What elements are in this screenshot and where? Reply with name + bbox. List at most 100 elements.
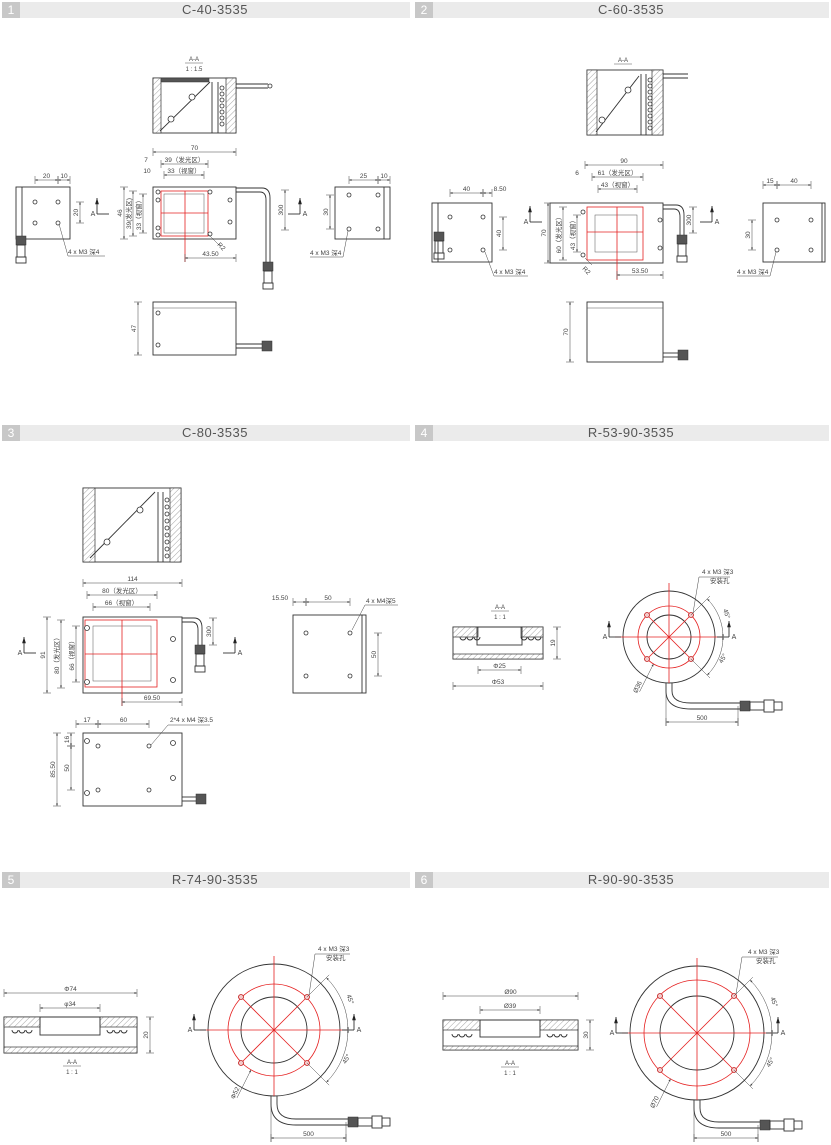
mount-hole bbox=[155, 310, 161, 316]
mount-hole bbox=[808, 217, 814, 223]
body-outline bbox=[549, 202, 664, 264]
dimension-label: 46 bbox=[117, 209, 124, 217]
mount-hole bbox=[238, 994, 244, 1000]
mount-hole bbox=[227, 219, 233, 225]
dimension-label: φ34 bbox=[64, 1001, 76, 1008]
cable bbox=[182, 617, 203, 645]
dimension-label: 50 bbox=[371, 651, 378, 659]
dimension-label: 16 bbox=[64, 736, 71, 744]
led-icon bbox=[534, 636, 542, 641]
dimension-label: 70 bbox=[563, 328, 570, 336]
dimension-label: Ø70 bbox=[649, 1095, 661, 1109]
section-hatch bbox=[3, 1046, 138, 1054]
mount-hole bbox=[95, 787, 101, 793]
dimension-label: 43（视窗） bbox=[568, 217, 577, 250]
dimension-label: 500 bbox=[697, 715, 708, 722]
section-marker: A bbox=[188, 1027, 193, 1034]
angle-dimension bbox=[326, 977, 349, 1031]
leader-line bbox=[484, 251, 528, 277]
mount-hole bbox=[170, 740, 176, 746]
dimension-label: 300 bbox=[206, 626, 213, 637]
panel-header-1: 1 C-40-3535 bbox=[2, 2, 410, 18]
connector-icon bbox=[195, 653, 205, 667]
mount-hole bbox=[155, 232, 161, 238]
mount-hole bbox=[167, 115, 175, 123]
dimension-label: 69.50 bbox=[144, 695, 161, 702]
dimension-label: 60（发光区） bbox=[554, 214, 563, 254]
connector-icon bbox=[195, 793, 207, 805]
panel-number: 5 bbox=[2, 872, 20, 888]
connector-icon bbox=[676, 255, 688, 263]
led-icon bbox=[113, 1029, 121, 1034]
dimension-label: 4 x M4深5 bbox=[366, 596, 396, 605]
dimension-label: 66（视窗） bbox=[67, 637, 76, 670]
led-icon bbox=[473, 636, 481, 641]
hole-note: 安装孔 bbox=[326, 953, 346, 962]
led-icon bbox=[466, 636, 474, 641]
led-icon bbox=[219, 121, 225, 127]
section-view-label: A-A bbox=[189, 57, 199, 63]
connector-icon bbox=[433, 252, 445, 260]
mount-hole bbox=[303, 673, 309, 679]
dimension-label: 20 bbox=[43, 173, 51, 180]
leader-line bbox=[584, 257, 593, 266]
dimension-label: 30 bbox=[583, 1031, 590, 1039]
mount-hole bbox=[146, 787, 152, 793]
connector-icon bbox=[15, 256, 27, 264]
connector-icon bbox=[763, 699, 775, 713]
mount-hole bbox=[375, 226, 381, 232]
dimension-label: 45° bbox=[764, 1056, 776, 1069]
dimension-label: 500 bbox=[303, 1131, 314, 1138]
led-icon bbox=[458, 1033, 466, 1038]
dimension-label: 30 bbox=[323, 208, 330, 216]
dimension-label: 4 x M3 深3 bbox=[318, 944, 350, 953]
dimension-label: 45° bbox=[721, 608, 732, 620]
panel-header-2: 2 C-60-3535 bbox=[415, 2, 829, 18]
mount-hole bbox=[84, 790, 90, 796]
panel-title: R-53-90-3535 bbox=[587, 425, 675, 440]
connector-icon bbox=[371, 1115, 383, 1129]
aperture bbox=[476, 626, 523, 646]
dimension-label: 85.50 bbox=[50, 761, 57, 778]
dimension-label: 61（发光区） bbox=[598, 168, 638, 177]
dimension-label: 4 x M3 深4 bbox=[310, 248, 342, 257]
section-hatch bbox=[452, 626, 479, 638]
section-hatch bbox=[452, 653, 544, 660]
window-area bbox=[594, 214, 638, 253]
dimension-label: 15 bbox=[766, 178, 774, 185]
connector-icon bbox=[381, 1117, 391, 1127]
diameter-leader bbox=[656, 1078, 671, 1108]
dimension-label: Φ53 bbox=[492, 679, 505, 686]
leader-line bbox=[737, 251, 777, 277]
body-outline bbox=[82, 616, 183, 694]
dimension-label: 10 bbox=[143, 168, 151, 175]
section-hatch bbox=[169, 487, 182, 563]
led-icon bbox=[560, 1033, 568, 1038]
cable bbox=[182, 621, 199, 645]
dimension-label: 39(发光区) bbox=[124, 198, 133, 229]
diameter-leader bbox=[639, 663, 654, 692]
led-icon bbox=[11, 1029, 19, 1034]
mount-hole bbox=[155, 197, 161, 203]
connector-icon bbox=[267, 83, 273, 89]
led-icon bbox=[219, 91, 225, 97]
mount-hole bbox=[774, 247, 780, 253]
dimension-label: 43.50 bbox=[202, 251, 219, 258]
led-icon bbox=[164, 511, 170, 517]
led-icon bbox=[527, 636, 535, 641]
cable bbox=[236, 191, 267, 262]
led-icon bbox=[120, 1029, 128, 1034]
mount-hole bbox=[170, 636, 176, 642]
section-marker: A bbox=[524, 219, 529, 226]
mount-hole bbox=[480, 214, 486, 220]
connector-icon bbox=[676, 234, 688, 245]
dimension-label: 50 bbox=[324, 595, 332, 602]
led-icon bbox=[647, 101, 653, 107]
section-view-scale: 1 : 1 bbox=[66, 1070, 78, 1076]
dimension-label: 4 x M3 深4 bbox=[494, 267, 526, 276]
dimension-label: Φ74 bbox=[64, 986, 77, 993]
dimension-label: 300 bbox=[686, 214, 693, 225]
dimension-label: 4 x M3 深3 bbox=[748, 947, 780, 956]
mount-hole bbox=[657, 245, 663, 251]
dimension-label: 53.50 bbox=[632, 268, 649, 275]
